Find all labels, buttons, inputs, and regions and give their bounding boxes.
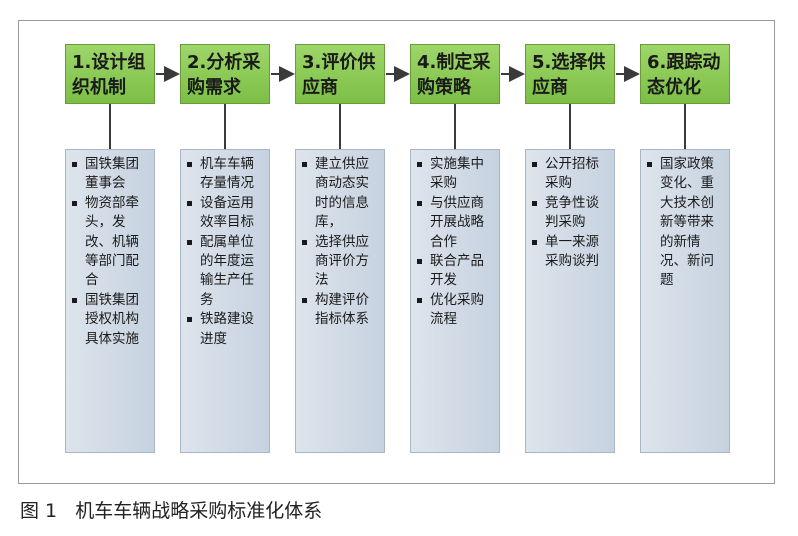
- detail-item: 机车车辆存量情况: [185, 155, 265, 194]
- bullet-icon: [302, 297, 307, 303]
- bullet-icon: [417, 259, 422, 265]
- detail-item: 国家政策变化、重大技术创新等带来的新情况、新问题: [645, 155, 725, 291]
- step-6-box: 6.跟踪动态优化: [640, 44, 730, 104]
- detail-item: 配属单位的年度运输生产任务: [185, 233, 265, 311]
- bullet-icon: [72, 162, 77, 167]
- detail-item: 铁路建设进度: [185, 310, 265, 349]
- detail-item: 优化采购流程: [415, 291, 495, 330]
- bullet-icon: [187, 162, 192, 167]
- bullet-icon: [187, 200, 192, 206]
- detail-item: 单一来源采购谈判: [530, 233, 610, 272]
- connector-5: [569, 104, 571, 149]
- bullet-icon: [532, 162, 537, 167]
- bullet-icon: [302, 162, 307, 167]
- figure-caption: 图 1 机车车辆战略采购标准化体系: [20, 500, 323, 522]
- bullet-icon: [532, 239, 537, 245]
- step-1-box: 1.设计组织机制: [65, 44, 155, 104]
- step-5-details: 公开招标采购 竞争性谈判采购 单一来源采购谈判: [525, 149, 615, 453]
- detail-item: 国铁集团授权机构具体实施: [70, 291, 150, 349]
- detail-item: 竞争性谈判采购: [530, 194, 610, 233]
- bullet-icon: [532, 200, 537, 206]
- bullet-icon: [417, 200, 422, 206]
- step-2-box: 2.分析采购需求: [180, 44, 270, 104]
- bullet-icon: [72, 200, 77, 206]
- detail-item: 与供应商开展战略合作: [415, 194, 495, 252]
- step-4-details: 实施集中采购 与供应商开展战略合作 联合产品开发 优化采购流程: [410, 149, 500, 453]
- bullet-icon: [417, 162, 422, 167]
- bullet-icon: [417, 297, 422, 303]
- bullet-icon: [72, 297, 77, 303]
- bullet-icon: [187, 317, 192, 323]
- connector-2: [224, 104, 226, 149]
- step-2-details: 机车车辆存量情况 设备运用效率目标 配属单位的年度运输生产任务 铁路建设进度: [180, 149, 270, 453]
- detail-item: 物资部牵头，发改、机辆等部门配合: [70, 194, 150, 291]
- connector-6: [684, 104, 686, 149]
- connector-1: [109, 104, 111, 149]
- detail-item: 联合产品开发: [415, 252, 495, 291]
- detail-item: 选择供应商评价方法: [300, 233, 380, 291]
- detail-item: 建立供应商动态实时的信息库，: [300, 155, 380, 233]
- detail-item: 设备运用效率目标: [185, 194, 265, 233]
- detail-item: 国铁集团董事会: [70, 155, 150, 194]
- step-6-details: 国家政策变化、重大技术创新等带来的新情况、新问题: [640, 149, 730, 453]
- step-1-details: 国铁集团董事会 物资部牵头，发改、机辆等部门配合 国铁集团授权机构具体实施: [65, 149, 155, 453]
- connector-3: [339, 104, 341, 149]
- connector-4: [454, 104, 456, 149]
- step-5-box: 5.选择供应商: [525, 44, 615, 104]
- step-3-box: 3.评价供应商: [295, 44, 385, 104]
- detail-item: 公开招标采购: [530, 155, 610, 194]
- bullet-icon: [647, 162, 652, 167]
- detail-item: 构建评价指标体系: [300, 291, 380, 330]
- bullet-icon: [187, 239, 192, 245]
- step-3-details: 建立供应商动态实时的信息库， 选择供应商评价方法 构建评价指标体系: [295, 149, 385, 453]
- detail-item: 实施集中采购: [415, 155, 495, 194]
- bullet-icon: [302, 239, 307, 245]
- step-4-box: 4.制定采购策略: [410, 44, 500, 104]
